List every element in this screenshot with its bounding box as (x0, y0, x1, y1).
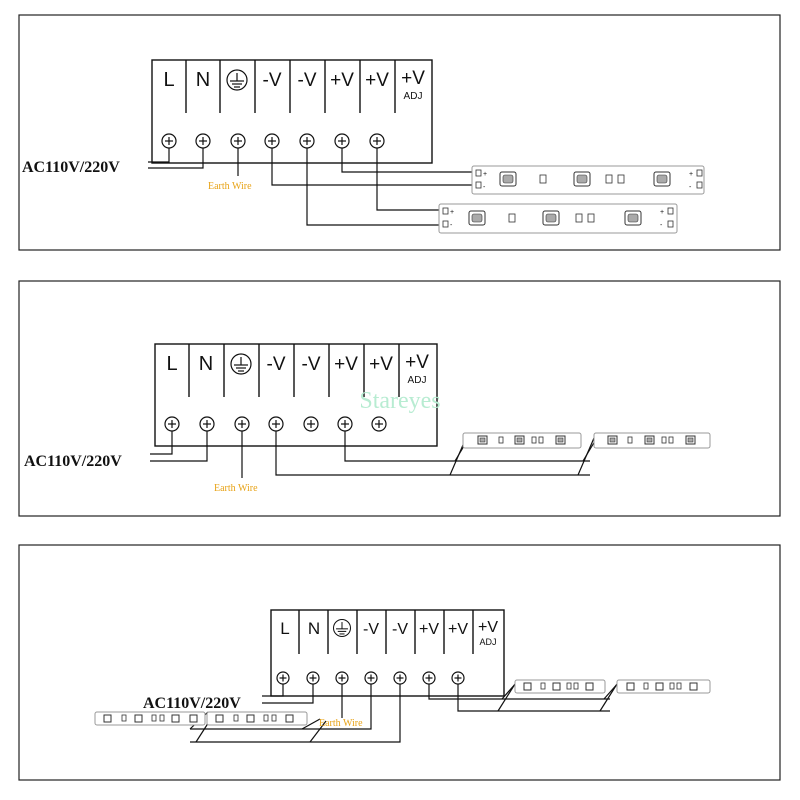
svg-text:-: - (483, 184, 486, 191)
terminal-label-pos-v: +V (330, 70, 354, 91)
terminal-label-neg-v: -V (392, 621, 408, 638)
wires (148, 148, 475, 226)
earth-ground-icon (226, 69, 248, 91)
earth-ground-icon (332, 618, 352, 638)
earth-wire-label: Earth Wire (214, 483, 258, 494)
terminal-label-n: N (308, 619, 320, 638)
terminal-screws (164, 416, 387, 432)
led-strip (593, 432, 711, 449)
terminal-label-neg-v: -V (267, 354, 286, 375)
terminal-label-l: L (166, 353, 177, 375)
terminal-screws (276, 671, 465, 685)
terminal-screws (161, 133, 385, 149)
svg-text:+: + (689, 171, 693, 178)
terminal-label-pos-v: +V (448, 621, 468, 638)
led-strip (514, 679, 606, 694)
panel-parallel-wiring: L N -V -V +V +V +V ADJ Stareyes (18, 280, 781, 517)
wires (150, 431, 599, 478)
terminal-label-pos-v-adj: +V (405, 352, 429, 373)
ac-input-label: AC110V/220V (143, 695, 241, 712)
terminal-label-l: L (163, 69, 174, 91)
power-supply (270, 609, 505, 697)
terminal-label-neg-v: -V (298, 70, 317, 91)
led-strip (462, 432, 582, 449)
terminal-label-neg-v: -V (363, 621, 379, 638)
terminal-label-pos-v-adj: +V (478, 619, 498, 636)
terminal-dividers (185, 60, 396, 113)
terminal-label-l: L (280, 619, 289, 638)
adj-label: ADJ (479, 637, 496, 647)
svg-text:-: - (689, 184, 692, 191)
terminal-label-n: N (196, 69, 210, 91)
terminal-label-n: N (199, 353, 213, 375)
ac-input-label: AC110V/220V (22, 159, 120, 176)
svg-text:+: + (483, 171, 487, 178)
terminal-label-pos-v: +V (334, 354, 358, 375)
earth-wire-label: Earth Wire (208, 181, 252, 192)
power-supply (151, 59, 433, 164)
panel-series-wiring: L N -V -V +V +V +V ADJ AC110V/220V Earth (18, 14, 781, 251)
earth-wire-label: Earth Wire (319, 718, 363, 729)
led-strip (94, 711, 206, 726)
watermark: Stareyes (359, 388, 440, 414)
led-strip: + - + - (471, 165, 705, 195)
svg-text:-: - (660, 222, 663, 229)
terminal-dividers (298, 610, 474, 654)
ac-input-label: AC110V/220V (24, 453, 122, 470)
terminal-label-pos-v: +V (365, 70, 389, 91)
terminal-dividers (188, 344, 400, 397)
panel-dual-side-wiring: L N -V -V +V +V +V ADJ (18, 544, 781, 781)
led-strip (206, 711, 308, 726)
led-strip: + - + - (438, 203, 678, 234)
terminal-label-pos-v: +V (419, 621, 439, 638)
terminal-label-neg-v: -V (263, 70, 282, 91)
svg-text:+: + (450, 209, 454, 216)
adj-label: ADJ (404, 91, 423, 102)
led-strip (616, 679, 711, 694)
terminal-label-pos-v-adj: +V (401, 68, 425, 89)
earth-ground-icon (230, 353, 252, 375)
adj-label: ADJ (408, 375, 427, 386)
svg-text:-: - (450, 222, 453, 229)
terminal-label-neg-v: -V (302, 354, 321, 375)
svg-text:+: + (660, 209, 664, 216)
terminal-label-pos-v: +V (369, 354, 393, 375)
